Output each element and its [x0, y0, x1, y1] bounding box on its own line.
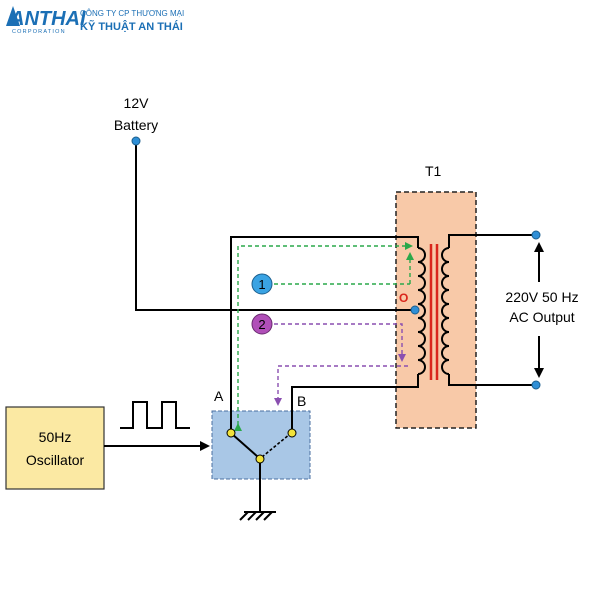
center-tap-terminal [410, 305, 420, 315]
switch-label-b: B [297, 393, 306, 409]
switch-label-a: A [214, 388, 224, 404]
secondary-coil [441, 247, 450, 375]
output-terminal-bottom [531, 380, 541, 390]
transformer-core [429, 244, 439, 380]
contact-a [226, 428, 236, 438]
terminals [131, 136, 541, 390]
transformer-label: T1 [425, 163, 442, 179]
ground-icon [239, 511, 276, 521]
oscillator-label-line1: 50Hz [39, 429, 72, 445]
logo-triangle-icon [6, 6, 20, 26]
square-wave-icon [120, 401, 190, 429]
step-marker-2 [251, 313, 273, 335]
step-marker-1 [251, 273, 273, 295]
oscillator-label-line2: Oscillator [26, 452, 85, 468]
company-name-line2: KỸ THUẬT AN THÁI [80, 20, 183, 33]
center-tap-mark: O [399, 291, 408, 305]
current-path-2 [274, 323, 408, 406]
step-marker-1-label: 1 [258, 277, 265, 292]
oscillator-box [5, 406, 105, 490]
output-label-line1: 220V 50 Hz [505, 289, 578, 305]
battery-label-line1: 12V [124, 95, 150, 111]
output-terminal-top [531, 230, 541, 240]
battery-terminal [131, 136, 141, 146]
company-logo: ANTHAI CORPORATION CÔNG TY CP THƯƠNG MẠI… [6, 6, 184, 35]
logo-tagline: CORPORATION [12, 29, 66, 35]
output-label-line2: AC Output [509, 309, 574, 325]
contact-b [287, 428, 297, 438]
step-marker-2-label: 2 [258, 317, 265, 332]
contact-common [255, 454, 265, 464]
logo-brand-text: ANTHAI [9, 8, 86, 30]
primary-coil [417, 247, 426, 375]
current-path-1 [234, 242, 414, 431]
battery-label-line2: Battery [114, 117, 158, 133]
switch-contacts [226, 428, 297, 464]
company-name-line1: CÔNG TY CP THƯƠNG MẠI [80, 9, 184, 18]
